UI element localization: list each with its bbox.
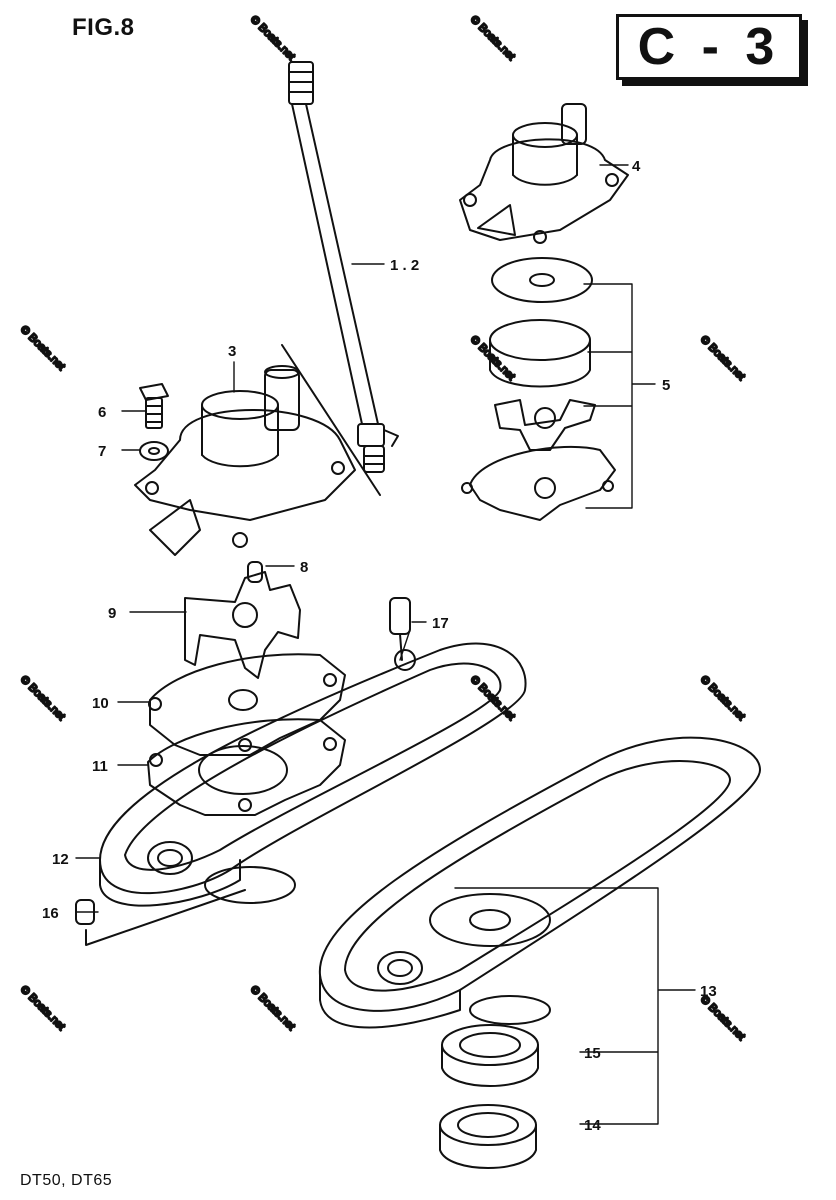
- pump-kit-part: [461, 257, 616, 521]
- watermark-9: © Boats.net: [18, 984, 67, 1033]
- water-tube-part: [288, 61, 399, 473]
- callout-8: 8: [300, 559, 308, 576]
- watermark-6: © Boats.net: [18, 674, 67, 723]
- key-part: [247, 561, 263, 583]
- callout-3: 3: [228, 343, 236, 360]
- watermark-3: © Boats.net: [18, 324, 67, 373]
- watermark-1: © Boats.net: [248, 14, 297, 63]
- watermark-8: © Boats.net: [698, 674, 747, 723]
- watermark-5: © Boats.net: [698, 334, 747, 383]
- pin-part: [75, 889, 246, 946]
- callout-14: 14: [584, 1117, 601, 1134]
- callout-13: 13: [700, 983, 717, 1000]
- oil-seal-14-part: [439, 1104, 537, 1169]
- plate-part: [148, 653, 346, 756]
- callout-12: 12: [52, 851, 69, 868]
- callout-labels: 1 . 2 3 4 5 6 7 8 9 10 11 12 13 14 15 16…: [42, 158, 717, 1134]
- watermark-2: © Boats.net: [468, 14, 517, 63]
- watermark-11: © Boats.net: [698, 994, 747, 1043]
- callout-17: 17: [432, 615, 449, 632]
- figure-title: FIG.8: [72, 14, 135, 41]
- model-label: DT50, DT65: [20, 1172, 113, 1189]
- section-code-box: C - 3: [616, 14, 802, 80]
- gasket-part: [147, 718, 346, 816]
- callout-16: 16: [42, 905, 59, 922]
- callout-9: 9: [108, 605, 116, 622]
- watermark-10: © Boats.net: [248, 984, 297, 1033]
- lower-plate-ref-part: [318, 736, 761, 1029]
- leader-lines: [75, 164, 696, 1125]
- callout-6: 6: [98, 404, 106, 421]
- washer-part: [139, 441, 169, 461]
- callout-5: 5: [662, 377, 670, 394]
- callout-15: 15: [584, 1045, 601, 1062]
- callout-1-2: 1 . 2: [390, 257, 419, 274]
- oil-seal-15-part: [441, 1024, 539, 1087]
- pump-case-ref-part: [459, 103, 629, 244]
- impeller-part: [184, 571, 301, 679]
- lower-plate-part: [99, 642, 527, 907]
- callout-4: 4: [632, 158, 641, 175]
- pump-case-part: [134, 344, 381, 556]
- watermark-4: © Boats.net: [468, 334, 517, 383]
- bolt-part: [139, 383, 169, 429]
- callout-10: 10: [92, 695, 109, 712]
- callout-7: 7: [98, 443, 106, 460]
- callout-11: 11: [92, 758, 108, 775]
